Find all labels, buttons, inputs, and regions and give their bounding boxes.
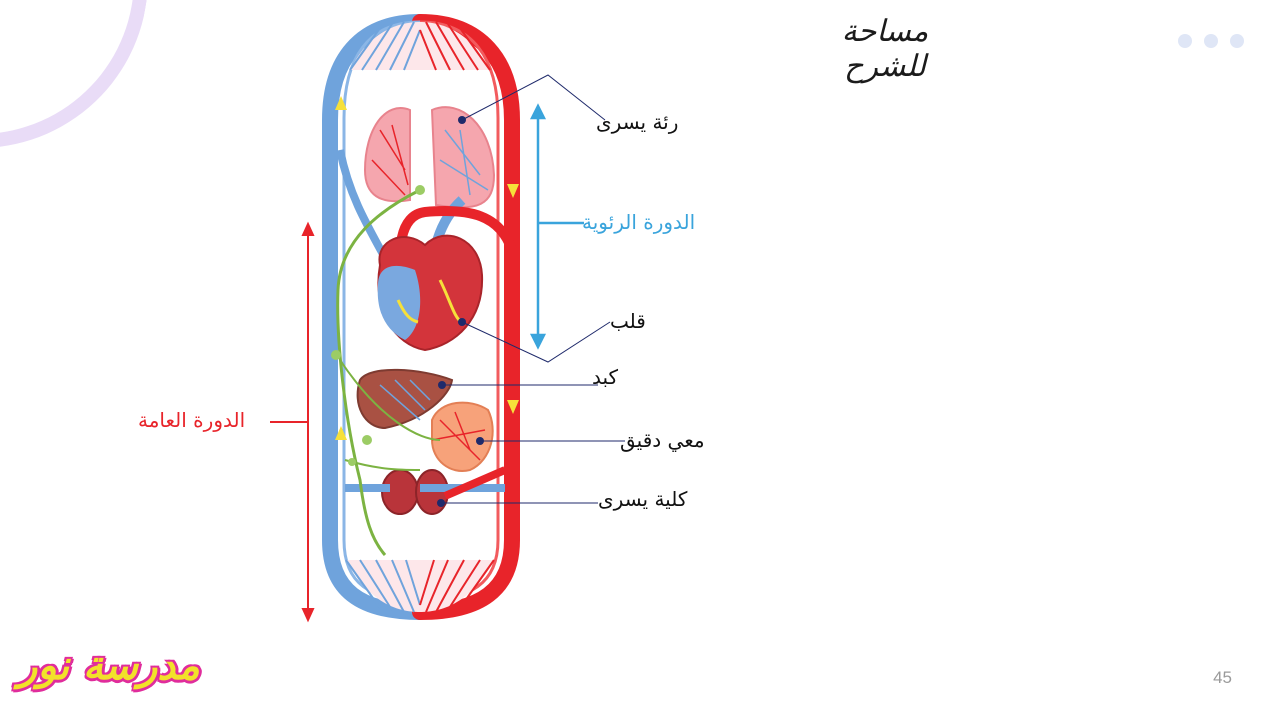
pulmonary-span-arrow [529, 103, 584, 350]
label-small-intestine: معي دقيق [620, 428, 705, 452]
label-left-kidney: كلية يسرى [598, 487, 688, 511]
liver [356, 368, 454, 430]
label-liver: كبد [592, 365, 619, 389]
dot [1204, 34, 1218, 48]
label-systemic-circulation: الدورة العامة [138, 408, 246, 432]
label-pulmonary-circulation: الدورة الرئوية [582, 210, 696, 234]
lungs [363, 106, 496, 209]
label-left-lung: رئة يسرى [596, 110, 679, 134]
page-number: 45 [1213, 668, 1232, 687]
three-dots-icon [1178, 34, 1244, 48]
flow-arrows [335, 96, 519, 440]
lymphatic-vessels [331, 185, 441, 556]
upper-body-capillaries [349, 21, 491, 71]
lower-body-capillaries [345, 559, 495, 613]
kidneys [345, 466, 507, 515]
leader-lines [441, 74, 625, 504]
leader-lung [461, 74, 606, 121]
school-logo: مدرسة نور [18, 642, 200, 689]
leader-heart [461, 321, 611, 363]
explanation-space-heading: مساحة للشرح [841, 14, 929, 84]
dot [1178, 34, 1192, 48]
systemic-span-arrow [270, 221, 315, 623]
label-heart: قلب [610, 309, 646, 333]
small-intestine [431, 401, 494, 472]
heart [377, 234, 484, 352]
dot [1230, 34, 1244, 48]
